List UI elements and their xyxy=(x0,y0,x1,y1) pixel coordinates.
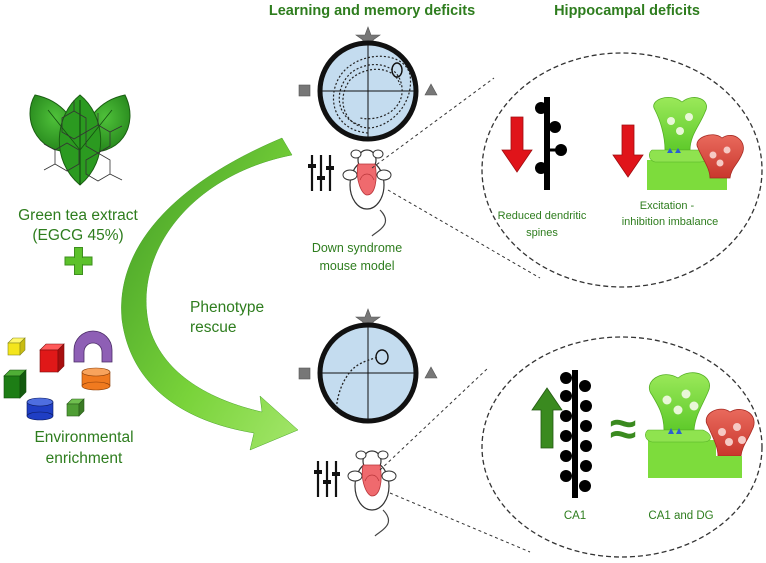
ca1-dg-label: CA1 and DG xyxy=(648,510,713,522)
reduced-spines-label-2: spines xyxy=(526,227,558,239)
mouse-model-label: Down syndrome xyxy=(312,241,402,255)
square-icon xyxy=(298,84,311,97)
tea-extract-label: Green tea extract xyxy=(18,207,138,224)
ei-imbalance-label-2: inhibition imbalance xyxy=(622,216,719,228)
ei-imbalance-label: Excitation - xyxy=(640,200,695,212)
phenotype-rescue-label: Phenotype xyxy=(190,299,264,316)
synapse-green-top xyxy=(647,97,727,190)
triangle-icon-2 xyxy=(424,366,438,379)
phenotype-rescue-label-2: rescue xyxy=(190,319,237,336)
plus-icon xyxy=(64,247,93,275)
molecule-icon xyxy=(43,100,123,182)
phenotype-rescue-arrow xyxy=(121,137,299,451)
rescued-hippocampus-circle: ≈ CA1 CA1 and DG xyxy=(481,336,763,558)
synapse-green-bottom xyxy=(645,372,716,478)
synapse-red-top xyxy=(696,134,744,179)
ca1-label: CA1 xyxy=(564,510,586,522)
equalizer-icon-2 xyxy=(314,461,340,497)
square-icon-2 xyxy=(298,367,311,380)
environmental-enrichment-label-2: enrichment xyxy=(46,450,123,467)
leaf-icon xyxy=(29,94,131,186)
water-maze-top xyxy=(298,26,438,142)
tea-extract-dose: (EGCG 45%) xyxy=(32,227,123,244)
decrease-arrow-icon xyxy=(501,116,533,173)
mouse-icon xyxy=(342,149,392,237)
approx-equal-sign: ≈ xyxy=(610,403,636,456)
increase-arrow-icon xyxy=(531,387,563,449)
triangle-icon xyxy=(424,83,438,96)
toy-blocks-icon xyxy=(3,330,113,421)
synapse-red-bottom xyxy=(705,408,755,478)
header-learning-memory: Learning and memory deficits xyxy=(269,3,475,19)
equalizer-icon xyxy=(308,155,334,191)
decrease-arrow-icon-2 xyxy=(612,124,644,178)
header-hippocampal: Hippocampal deficits xyxy=(554,3,700,19)
environmental-enrichment-label: Environmental xyxy=(34,429,133,446)
reduced-spines-label: Reduced dendritic xyxy=(498,210,587,222)
mouse-model-label-2: mouse model xyxy=(319,259,394,273)
hippocampal-deficit-circle: Reduced dendritic spines Excitation - in… xyxy=(481,52,763,288)
water-maze-bottom xyxy=(298,308,438,424)
mouse-icon-2 xyxy=(347,450,397,537)
